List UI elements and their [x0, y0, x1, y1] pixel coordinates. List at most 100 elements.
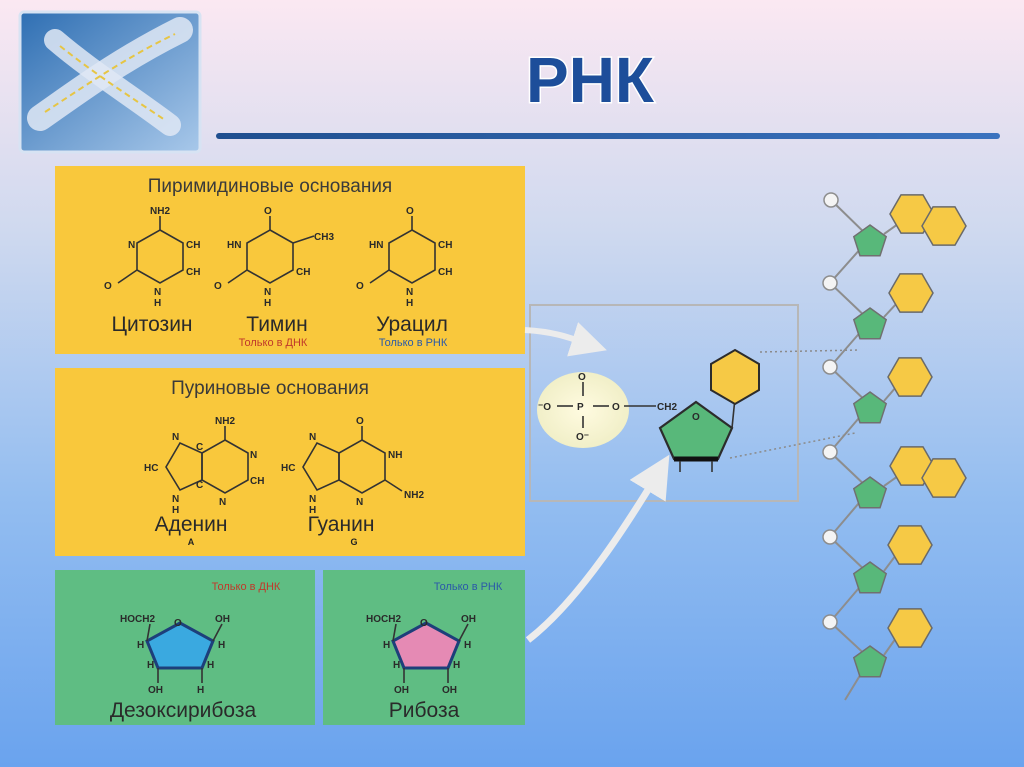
cytosine-structure: NH2 N CH CH N H O [104, 206, 200, 309]
svg-text:O: O [612, 402, 620, 413]
chain-phosphate [822, 444, 838, 460]
guanine-structure: O NH NH2 N N HC N H [281, 416, 424, 516]
svg-text:NH: NH [388, 450, 402, 461]
svg-text:O: O [692, 412, 700, 423]
chain-sugar [852, 476, 888, 509]
svg-text:CH: CH [186, 240, 200, 251]
svg-text:H: H [406, 298, 413, 309]
svg-text:H: H [207, 660, 214, 671]
svg-text:N: N [356, 497, 363, 508]
svg-text:O: O [420, 618, 428, 629]
chromosome-icon [18, 10, 202, 154]
svg-text:OH: OH [394, 685, 409, 696]
chain-base [887, 608, 933, 648]
svg-text:O⁻: O⁻ [576, 432, 589, 443]
svg-text:CH: CH [186, 267, 200, 278]
svg-text:H: H [147, 660, 154, 671]
phosphate-group: ⁻O P O O⁻ O [537, 372, 629, 448]
chain-link [883, 637, 897, 656]
purine-panel: Пуриновые основания NH2 N CH N N HC N H … [55, 368, 525, 556]
svg-text:O: O [174, 618, 182, 629]
svg-text:O: O [578, 372, 586, 383]
guanine-label: Гуанин [308, 513, 375, 536]
chain-base [887, 357, 933, 397]
svg-text:CH3: CH3 [314, 232, 334, 243]
svg-text:H: H [137, 640, 144, 651]
pyrimidine-heading: Пиримидиновые основания [148, 176, 392, 197]
nucleotide-base [710, 348, 760, 406]
thymine-note: Только в ДНК [239, 337, 308, 349]
title-underline [216, 133, 1000, 139]
chain-base-ring2 [921, 206, 967, 246]
svg-text:H: H [197, 685, 204, 696]
chain-base-ring2 [921, 458, 967, 498]
chain-link [883, 302, 898, 318]
svg-text:H: H [172, 505, 179, 516]
svg-text:OH: OH [148, 685, 163, 696]
svg-text:HN: HN [369, 240, 383, 251]
uracil-note: Только в РНК [379, 337, 448, 349]
svg-text:HOCH2: HOCH2 [120, 614, 155, 625]
svg-text:O: O [406, 206, 414, 217]
chain-sugar [852, 391, 888, 424]
thymine-label: Тимин [246, 313, 307, 336]
deoxyribose-panel: Только в ДНК O HOCH2 OH H H H H OH H Дез… [55, 570, 315, 725]
svg-text:C: C [196, 442, 203, 453]
svg-text:HC: HC [144, 463, 158, 474]
uracil-structure: O HN CH CH N H O [356, 206, 452, 309]
ribose-panel: Только в РНК O HOCH2 OH H H H H OH OH Ри… [323, 570, 525, 725]
chain-phosphate [822, 529, 838, 545]
svg-text:N: N [309, 432, 316, 443]
thymine-structure: O CH3 HN CH N H O [214, 206, 334, 309]
deoxyribose-note: Только в ДНК [212, 581, 281, 593]
svg-text:NH2: NH2 [215, 416, 235, 427]
svg-text:NH2: NH2 [150, 206, 170, 217]
svg-text:O: O [356, 281, 364, 292]
chain-base [887, 525, 933, 565]
svg-text:N: N [154, 287, 161, 298]
page-title: РНК [526, 44, 655, 116]
purine-heading: Пуриновые основания [171, 378, 369, 399]
svg-text:H: H [393, 660, 400, 671]
nucleotide-diagram: ⁻O P O O⁻ O CH2 O [524, 304, 799, 643]
svg-text:O: O [214, 281, 222, 292]
svg-text:OH: OH [461, 614, 476, 625]
svg-text:CH: CH [438, 240, 452, 251]
chain-sugar [852, 224, 888, 257]
chain-sugar [852, 307, 888, 340]
chain-phosphate [822, 275, 838, 291]
svg-text:H: H [264, 298, 271, 309]
svg-text:H: H [383, 640, 390, 651]
svg-text:N: N [264, 287, 271, 298]
svg-text:H: H [453, 660, 460, 671]
svg-text:N: N [250, 450, 257, 461]
svg-text:HOCH2: HOCH2 [366, 614, 401, 625]
svg-text:O: O [104, 281, 112, 292]
svg-text:OH: OH [442, 685, 457, 696]
chain-phosphate [822, 359, 838, 375]
svg-text:NH2: NH2 [404, 490, 424, 501]
chain-sugar [852, 645, 888, 678]
svg-text:O: O [264, 206, 272, 217]
ribose-ring: O HOCH2 OH H H H H OH OH [366, 614, 476, 696]
rna-chain-diagram [822, 192, 967, 701]
chain-sugar [852, 561, 888, 594]
chain-link [883, 223, 899, 235]
svg-text:O: O [356, 416, 364, 427]
cytosine-label: Цитозин [111, 313, 192, 336]
svg-text:OH: OH [215, 614, 230, 625]
chain-phosphate [822, 614, 838, 630]
adenine-letter: A [188, 537, 195, 547]
svg-text:H: H [154, 298, 161, 309]
pyrimidine-panel: Пиримидиновые основания NH2 N CH CH N H … [55, 166, 525, 354]
svg-text:CH: CH [296, 267, 310, 278]
svg-text:CH: CH [250, 476, 264, 487]
ribose-note: Только в РНК [434, 581, 503, 593]
chain-link [883, 386, 897, 402]
svg-text:N: N [309, 494, 316, 505]
adenine-structure: NH2 N CH N N HC N H C C [144, 416, 264, 516]
svg-text:HN: HN [227, 240, 241, 251]
svg-text:H: H [218, 640, 225, 651]
svg-text:N: N [406, 287, 413, 298]
